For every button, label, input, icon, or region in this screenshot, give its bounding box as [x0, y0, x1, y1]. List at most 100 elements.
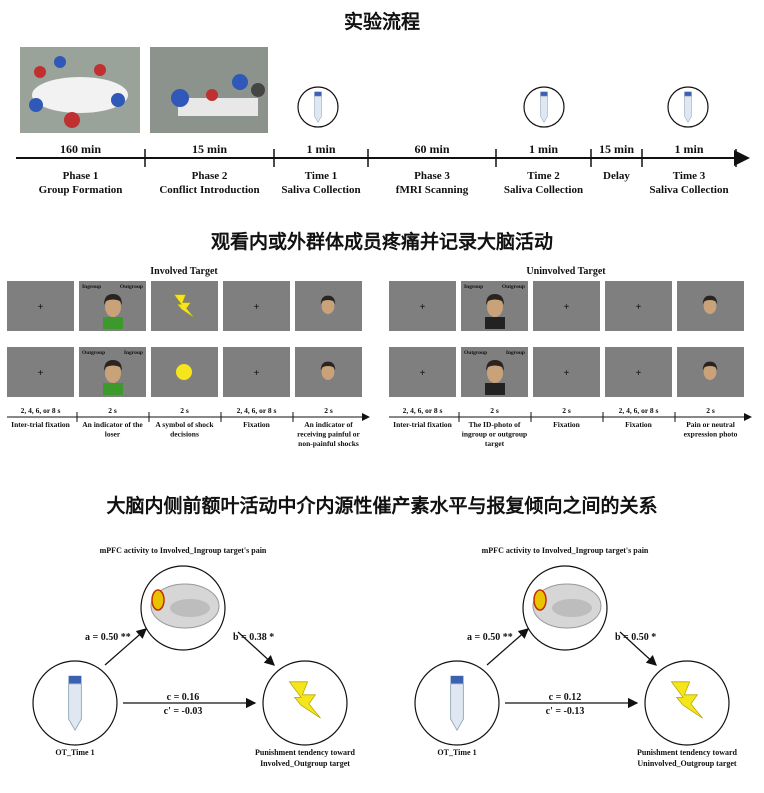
path-a-coefficient: a = 0.50 ** [85, 632, 131, 643]
group-formation-photo [20, 47, 140, 133]
section1-title: 实验流程 [344, 10, 420, 33]
group-label-left: Outgroup [82, 350, 105, 356]
segment-label: Saliva Collection [649, 184, 728, 196]
saliva-tube-icon [68, 675, 82, 731]
path-a-arrow [104, 628, 147, 666]
path-c-prime-coefficient: c' = -0.03 [164, 706, 203, 717]
group-label-left: Outgroup [464, 350, 487, 356]
fixation-cross: + [254, 302, 260, 313]
stimulus-screen [7, 347, 74, 397]
no-shock-circle-icon [176, 364, 192, 380]
step-duration: 2 s [324, 406, 333, 415]
fixation-cross: + [636, 368, 642, 379]
segment-label: Conflict Introduction [159, 184, 259, 196]
paradigm-title: Involved Target [150, 266, 218, 277]
segment-duration: 1 min [529, 142, 558, 156]
step-label: The ID-photo of [469, 420, 521, 429]
mediator-label: mPFC activity to Involved_Ingroup target… [482, 546, 649, 555]
path-b-coefficient: b = 0.50 * [615, 632, 656, 643]
group-label-right: Outgroup [502, 284, 525, 290]
brain-corpus-callosum [552, 599, 592, 617]
step-duration: 2, 4, 6, or 8 s [237, 406, 277, 415]
predictor-label: OT_Time 1 [55, 748, 94, 757]
mpfc-activation [151, 589, 165, 611]
stimulus-screen [223, 281, 290, 331]
predictor-label: OT_Time 1 [437, 748, 476, 757]
brain-corpus-callosum [170, 599, 210, 617]
target-shirt [485, 383, 505, 395]
step-label: non-painful shocks [298, 439, 359, 448]
saliva-tube-icon [684, 91, 692, 123]
path-c-prime-coefficient: c' = -0.13 [546, 706, 585, 717]
step-label: receiving painful or [297, 430, 360, 439]
fixation-cross: + [636, 302, 642, 313]
fixation-cross: + [564, 368, 570, 379]
outcome-label: Uninvolved_Outgroup target [637, 759, 737, 768]
stimulus-screen [7, 281, 74, 331]
step-label: Fixation [625, 420, 652, 429]
saliva-tube-icon [450, 675, 464, 731]
stimulus-screen [533, 281, 600, 331]
step-duration: 2 s [706, 406, 715, 415]
step-duration: 2 s [108, 406, 117, 415]
step-label: Fixation [243, 420, 270, 429]
segment-duration: 160 min [60, 142, 101, 156]
segment-label: Time 2 [527, 170, 560, 182]
step-duration: 2 s [180, 406, 189, 415]
step-duration: 2, 4, 6, or 8 s [21, 406, 61, 415]
path-b-arrow [619, 631, 657, 666]
step-label: Inter-trial fixation [11, 420, 70, 429]
path-b-coefficient: b = 0.38 * [233, 632, 274, 643]
step-label: Pain or neutral [686, 420, 735, 429]
segment-label: Time 3 [673, 170, 706, 182]
segment-label: Saliva Collection [504, 184, 583, 196]
step-label: loser [105, 430, 121, 439]
segment-duration: 15 min [192, 142, 227, 156]
saliva-tube-icon [314, 91, 322, 123]
stimulus-screen [605, 347, 672, 397]
fixation-cross: + [38, 302, 44, 313]
segment-label: fMRI Scanning [396, 184, 469, 196]
target-shirt [485, 317, 505, 329]
group-label-right: Ingroup [506, 350, 525, 356]
segment-duration: 1 min [306, 142, 335, 156]
segment-duration: 1 min [674, 142, 703, 156]
segment-duration: 60 min [414, 142, 449, 156]
step-duration: 2, 4, 6, or 8 s [403, 406, 443, 415]
segment-label: Delay [603, 170, 630, 182]
outcome-label: Punishment tendency toward [255, 748, 356, 757]
mediator-label: mPFC activity to Involved_Ingroup target… [100, 546, 267, 555]
fixation-cross: + [38, 368, 44, 379]
group-label-left: Ingroup [464, 284, 483, 290]
stimulus-screen [223, 347, 290, 397]
group-label-left: Ingroup [82, 284, 101, 290]
stimulus-screen [533, 347, 600, 397]
step-label: An indicator of the [82, 420, 143, 429]
path-a-arrow [486, 628, 529, 666]
step-duration: 2 s [490, 406, 499, 415]
path-c-coefficient: c = 0.12 [549, 692, 582, 703]
group-label-right: Outgroup [120, 284, 143, 290]
step-label: Inter-trial fixation [393, 420, 452, 429]
group-label-right: Ingroup [124, 350, 143, 356]
mediation-model: mPFC activity to Involved_Ingroup target… [32, 546, 356, 768]
segment-label: Phase 3 [414, 170, 450, 182]
saliva-tube-icon [540, 91, 548, 123]
stimulus-screen [605, 281, 672, 331]
path-c-coefficient: c = 0.16 [167, 692, 200, 703]
segment-label: Phase 1 [63, 170, 99, 182]
segment-label: Group Formation [39, 184, 123, 196]
segment-label: Saliva Collection [281, 184, 360, 196]
outcome-label: Punishment tendency toward [637, 748, 738, 757]
section3-title: 大脑内侧前额叶活动中介内源性催产素水平与报复倾向之间的关系 [106, 494, 657, 517]
step-label: ingroup or outgroup [462, 430, 527, 439]
outcome-label: Involved_Outgroup target [260, 759, 350, 768]
path-a-coefficient: a = 0.50 ** [467, 632, 513, 643]
step-label: A symbol of shock [155, 420, 214, 429]
step-label: decisions [170, 430, 199, 439]
paradigm-title: Uninvolved Target [526, 266, 606, 277]
segment-label: Time 1 [305, 170, 338, 182]
segment-label: Phase 2 [192, 170, 228, 182]
